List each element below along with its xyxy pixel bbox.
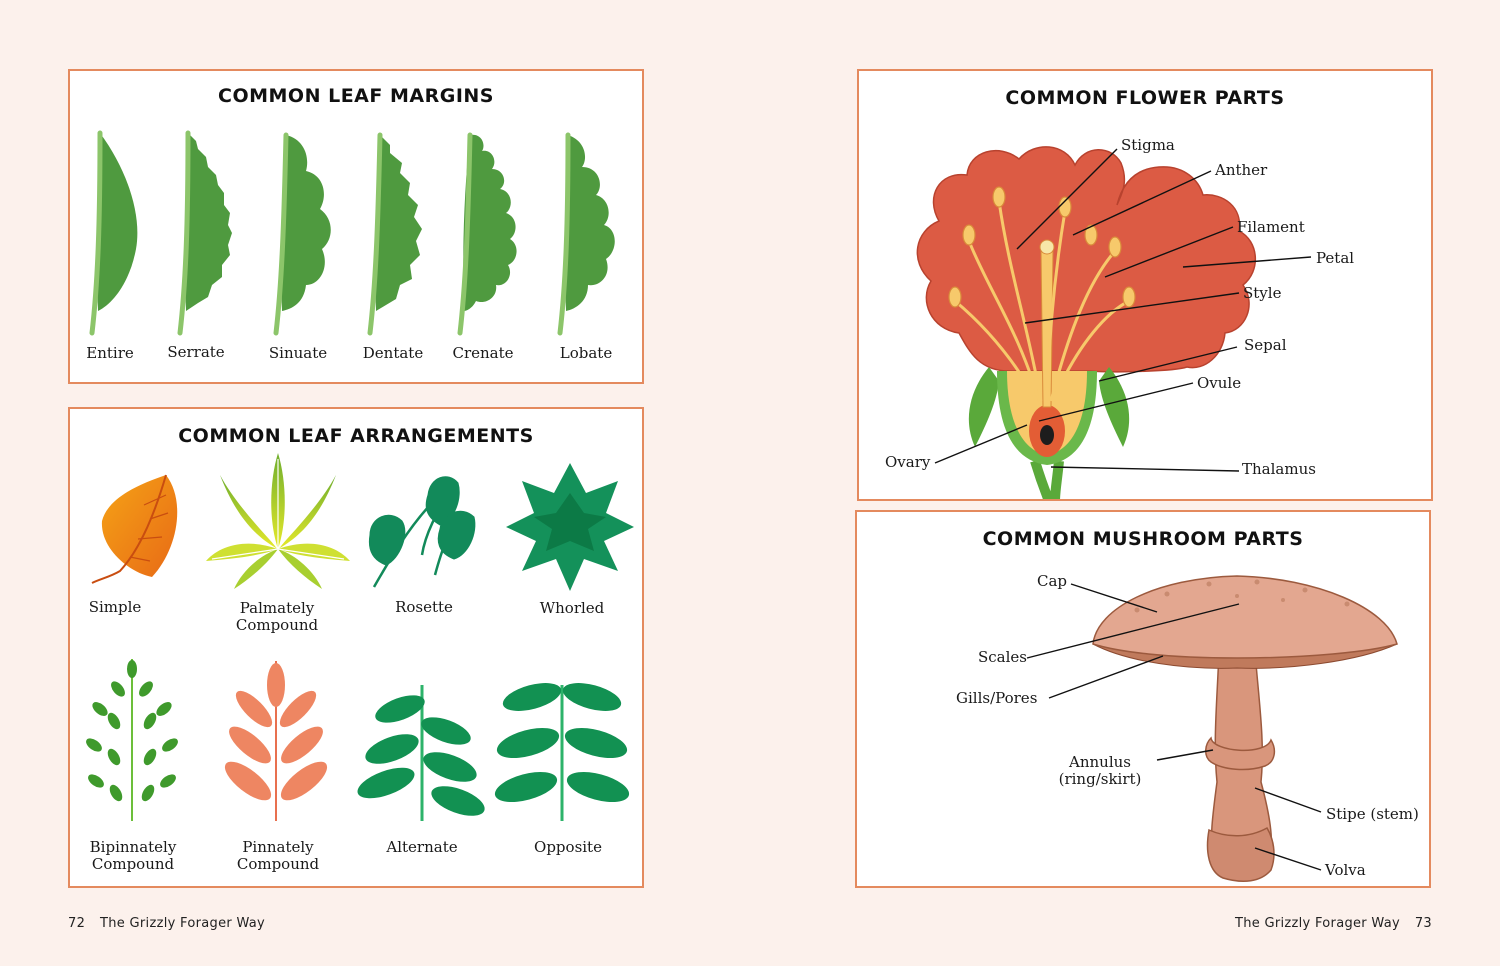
flower-label-filament: Filament (1237, 218, 1305, 236)
flower-label-anther: Anther (1215, 161, 1268, 179)
mushroom-label-volva: Volva (1325, 861, 1366, 879)
pinnately-compound-icon (224, 661, 328, 821)
alternate-leaves-icon (357, 685, 485, 821)
arrangement-label: Rosette (395, 598, 453, 616)
leaf-sinuate-icon (273, 132, 331, 336)
leaf-arrangements-title: COMMON LEAF ARRANGEMENTS (178, 425, 534, 447)
leaf-margin-label: Dentate (362, 344, 424, 362)
leaf-margin-label: Sinuate (268, 344, 328, 362)
whorled-icon (506, 463, 634, 591)
arrangement-label: Compound (235, 616, 319, 634)
arrangement-label: Compound (236, 855, 320, 873)
arrangement-label: Simple (88, 598, 142, 616)
page-number-right: 73 (1414, 916, 1432, 931)
mushroom-cap-shape (1092, 575, 1398, 659)
leaf-lobate-icon (557, 132, 615, 336)
book-title-left: The Grizzly Forager Way (100, 916, 266, 931)
leaf-arrangements-panel: COMMON LEAF ARRANGEMENTS (68, 407, 644, 888)
opposite-leaves-icon (494, 683, 630, 821)
leaf-margin-label: Crenate (452, 344, 514, 362)
mushroom-label-scales: Scales (978, 648, 1027, 666)
arrangement-label: Opposite (534, 838, 602, 856)
flower-label-stigma: Stigma (1121, 136, 1175, 154)
leaf-arrangements-illustration (86, 453, 634, 821)
mushroom-label-annulus: Annulus (1069, 753, 1131, 771)
rosette-icon (368, 476, 476, 588)
mushroom-label-stipe: Stipe (stem) (1326, 805, 1419, 823)
leaf-serrate-icon (177, 130, 232, 336)
arrangement-label: Alternate (386, 838, 458, 856)
leaf-margins-panel: COMMON LEAF MARGINS (68, 69, 644, 384)
mushroom-label-annulus-note: (ring/skirt) (1058, 770, 1142, 788)
leaf-margin-label: Lobate (559, 344, 613, 362)
flower-label-ovule: Ovule (1197, 374, 1242, 392)
leaf-margin-label: Entire (86, 344, 134, 362)
flower-label-sepal: Sepal (1244, 336, 1287, 354)
arrangement-label: Bipinnately (89, 838, 177, 856)
flower-label-petal: Petal (1316, 249, 1355, 267)
palmately-compound-icon (206, 453, 350, 589)
mushroom-parts-title: COMMON MUSHROOM PARTS (982, 528, 1304, 550)
mushroom-label-cap: Cap (1037, 572, 1068, 590)
flower-illustration (916, 146, 1312, 499)
arrangement-label: Pinnately (242, 838, 314, 856)
flower-label-style: Style (1243, 284, 1282, 302)
page-number-left: 72 (68, 916, 86, 931)
leaf-crenate-icon (457, 132, 517, 336)
arrangement-label: Whorled (539, 599, 605, 617)
footer-left: 72 The Grizzly Forager Way (68, 916, 265, 931)
flower-label-ovary: Ovary (885, 453, 931, 471)
leaf-margins-illustration (89, 130, 615, 336)
flower-parts-title: COMMON FLOWER PARTS (1005, 87, 1285, 109)
mushroom-label-gills: Gills/Pores (956, 689, 1038, 707)
mushroom-illustration (1026, 575, 1398, 883)
book-title-right: The Grizzly Forager Way (1234, 916, 1400, 931)
leaf-margins-title: COMMON LEAF MARGINS (218, 85, 494, 107)
arrangement-label: Palmately (239, 599, 315, 617)
leaf-entire-icon (89, 130, 138, 336)
ovule-shape (1040, 425, 1054, 445)
mushroom-parts-panel: COMMON MUSHROOM PARTS Cap Scales Gills/P… (855, 510, 1431, 888)
flower-label-thalamus: Thalamus (1242, 460, 1316, 478)
footer-right: The Grizzly Forager Way 73 (1235, 916, 1432, 931)
arrangement-label: Compound (91, 855, 175, 873)
flower-parts-panel: COMMON FLOWER PARTS (857, 69, 1433, 501)
bipinnately-compound-icon (86, 659, 178, 821)
leaf-dentate-icon (367, 132, 422, 336)
simple-leaf-icon (91, 474, 178, 584)
leaf-margin-label: Serrate (167, 343, 225, 361)
